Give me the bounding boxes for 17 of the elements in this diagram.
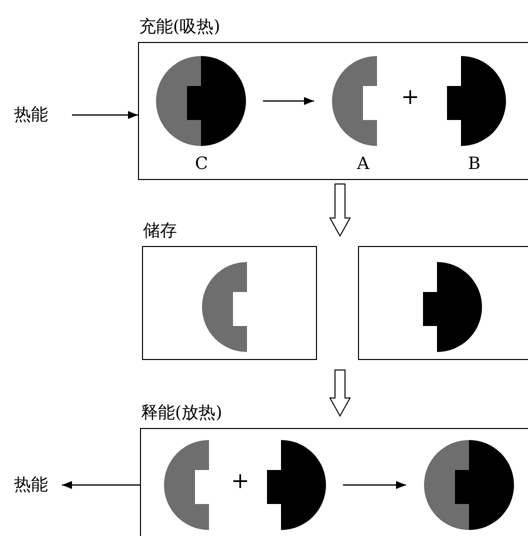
arrow (343, 481, 406, 489)
letter-label: B (468, 154, 480, 174)
empty-box (358, 246, 528, 360)
plus-sign: + (231, 472, 250, 492)
box-heading: 充能(吸热) (139, 17, 220, 37)
box-heading: 释能(放热) (141, 403, 222, 423)
arrow (263, 97, 314, 105)
text-label: 热能 (14, 475, 48, 495)
plus-sign: + (401, 88, 420, 108)
box-heading: 储存 (143, 221, 177, 241)
letter-label: A (357, 154, 370, 174)
text-label: 热能 (14, 105, 48, 125)
letter-label: C (195, 154, 208, 174)
arrow (62, 481, 140, 489)
arrow (72, 111, 138, 119)
hollow-arrow (329, 184, 351, 238)
hollow-arrow (329, 370, 351, 418)
